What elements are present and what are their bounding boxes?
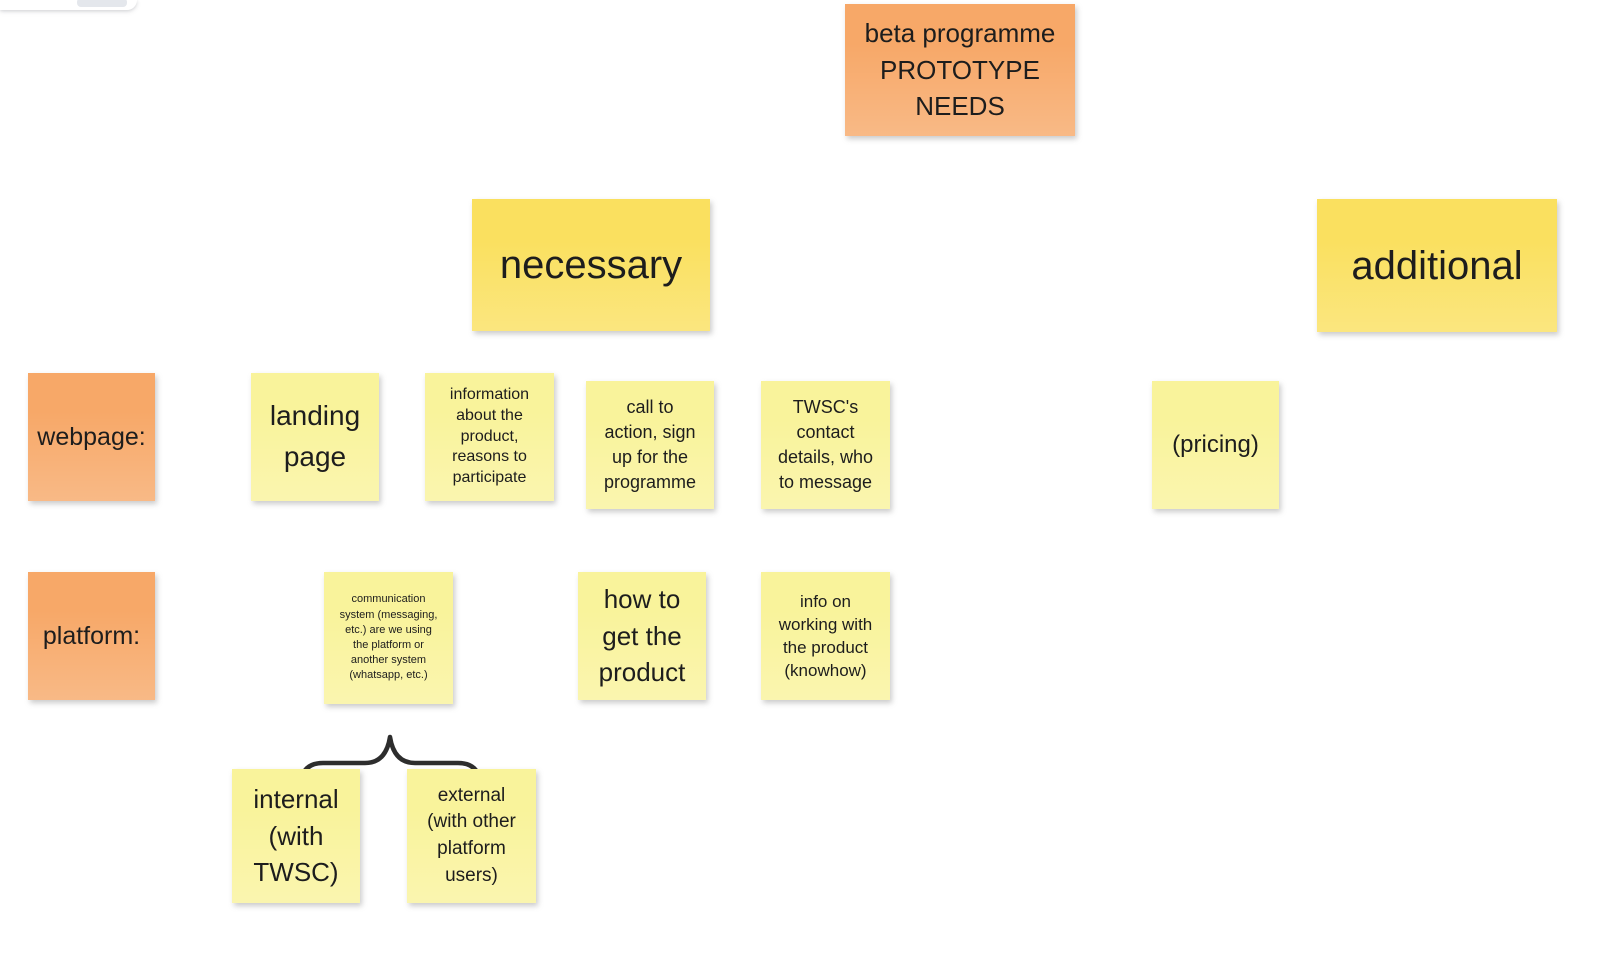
sticky-note-text: (pricing) xyxy=(1172,431,1259,459)
sticky-note-text: platform: xyxy=(42,621,141,650)
sticky-note-text: information about the product, reasons t… xyxy=(449,386,530,487)
sticky-note-necessary-header[interactable]: necessary xyxy=(472,199,710,331)
sticky-note-webpage-label[interactable]: webpage: xyxy=(28,373,155,501)
curly-brace-connector[interactable] xyxy=(293,728,489,790)
sticky-note-product-information[interactable]: information about the product, reasons t… xyxy=(425,373,554,501)
sticky-note-text: how to get the product xyxy=(598,584,686,688)
sticky-note-text: external (with other platform users) xyxy=(427,784,516,886)
sticky-note-landing-page[interactable]: landing page xyxy=(251,373,379,501)
sticky-note-text: beta programme PROTOTYPE NEEDS xyxy=(864,18,1056,122)
sticky-note-text: internal (with TWSC) xyxy=(253,784,339,888)
toolbar-button[interactable] xyxy=(77,0,127,7)
sticky-note-how-to-get-product[interactable]: how to get the product xyxy=(578,572,706,700)
sticky-note-text: webpage: xyxy=(37,422,146,451)
sticky-note-twsc-contact[interactable]: TWSC's contact details, who to message xyxy=(761,381,890,509)
sticky-note-communication-system[interactable]: communication system (messaging, etc.) a… xyxy=(324,572,453,704)
sticky-note-text: call to action, sign up for the programm… xyxy=(603,397,697,492)
sticky-note-text: TWSC's contact details, who to message xyxy=(777,397,874,492)
sticky-note-call-to-action[interactable]: call to action, sign up for the programm… xyxy=(586,381,714,509)
sticky-note-external-users[interactable]: external (with other platform users) xyxy=(407,769,536,903)
sticky-note-platform-label[interactable]: platform: xyxy=(28,572,155,700)
sticky-note-additional-header[interactable]: additional xyxy=(1317,199,1557,332)
sticky-note-pricing[interactable]: (pricing) xyxy=(1152,381,1279,509)
sticky-note-beta-programme-title[interactable]: beta programme PROTOTYPE NEEDS xyxy=(845,4,1075,136)
sticky-note-text: landing page xyxy=(269,400,361,472)
sticky-note-internal-twsc[interactable]: internal (with TWSC) xyxy=(232,769,360,903)
sticky-note-text: communication system (messaging, etc.) a… xyxy=(339,593,438,682)
sticky-note-text: info on working with the product (knowho… xyxy=(778,591,873,681)
sticky-note-text: additional xyxy=(1351,243,1523,288)
sticky-note-info-working-product[interactable]: info on working with the product (knowho… xyxy=(761,572,890,700)
sticky-note-text: necessary xyxy=(499,243,683,287)
toolbar-fragment xyxy=(0,0,137,10)
